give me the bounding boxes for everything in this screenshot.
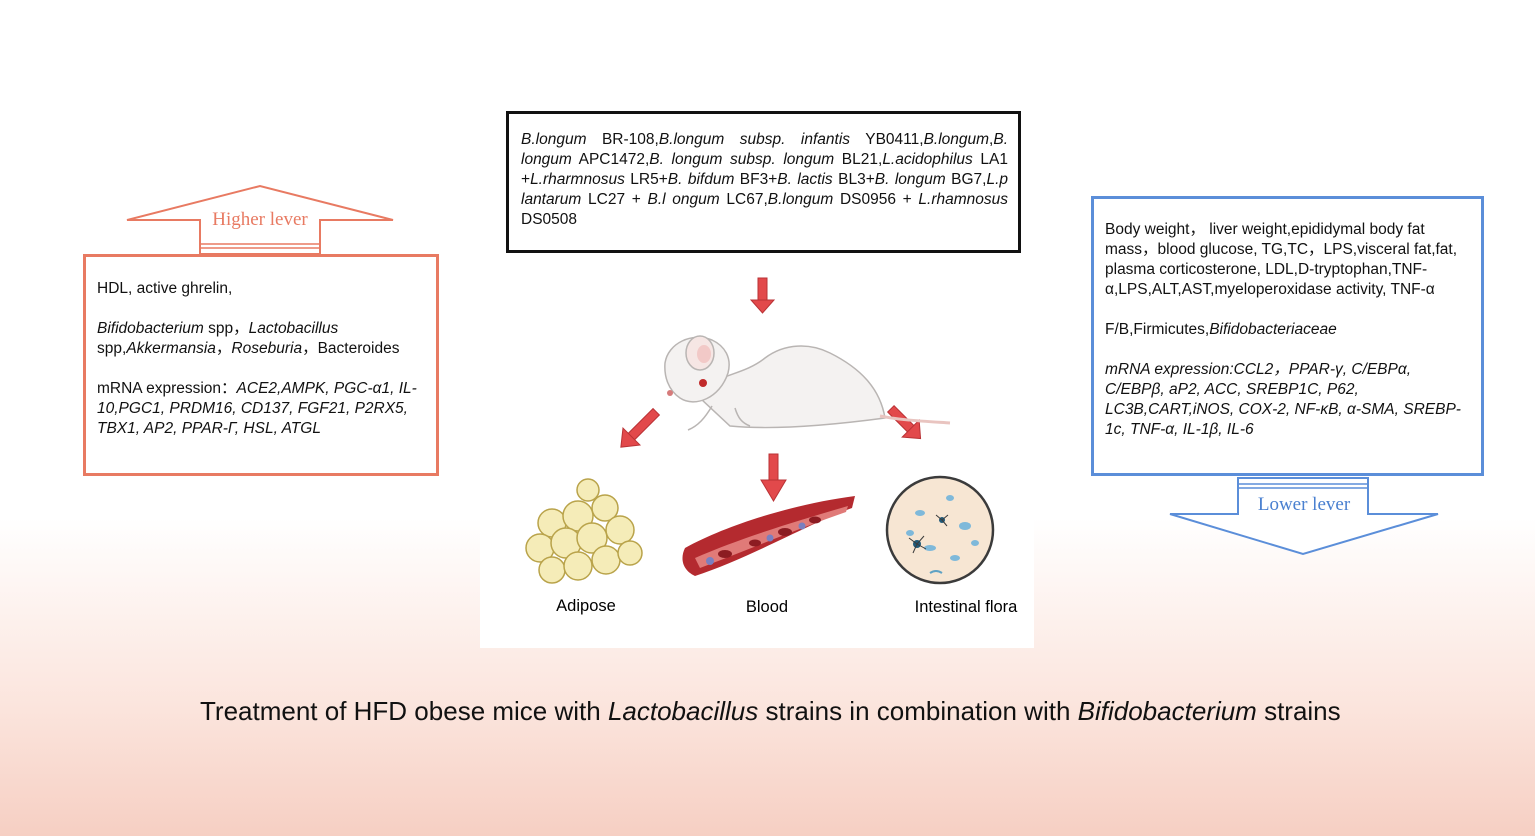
strain-name: L.rhamnosus — [918, 191, 1009, 208]
flora-prefix: F/B,Firmicutes, — [1105, 321, 1210, 338]
strain-name: B. bifdum — [667, 171, 735, 188]
lower-mrna-text: mRNA expression:CCL2，PPAR-γ, C/EBPα, C/E… — [1105, 361, 1461, 438]
strain-name: B.longum subsp. infantis — [658, 131, 851, 148]
bacteria-sep: ， — [302, 340, 318, 357]
bacteria-sep: spp， — [203, 320, 249, 337]
lower-level-label: Lower lever — [1257, 494, 1351, 515]
bacteria-roseburia: Roseburia — [231, 340, 303, 357]
arrow-to-adipose-icon — [620, 407, 661, 448]
bacteria-bifidobacterium: Bifidobacterium — [97, 320, 204, 337]
arrow-down-to-mouse-icon — [749, 277, 776, 314]
strain-list-box: B.longum BR-108,B.longum subsp. infantis… — [506, 111, 1021, 253]
strain-id: BR-108, — [586, 131, 659, 148]
bacteria-sep: ， — [215, 340, 232, 357]
arrow-to-flora-icon — [886, 404, 922, 440]
mouse-illustration: Adipose Blood Intestinal flora — [525, 277, 1019, 616]
mrna-genes: ACE2,AMPK, PGC-α1, IL-10,PGC1, PRDM16, C… — [97, 380, 417, 437]
strain-name: B.longum — [521, 131, 587, 148]
strain-id: LR5+ — [624, 171, 668, 188]
strain-id: BF3+ — [734, 171, 778, 188]
blood-vessel-icon — [682, 496, 855, 576]
higher-level-box: HDL, active ghrelin, Bifidobacterium spp… — [83, 254, 439, 476]
lower-flora-text: F/B,Firmicutes,Bifidobacteriaceae — [1105, 320, 1471, 340]
adipose-icon — [525, 478, 643, 584]
caption-part: strains — [1256, 696, 1341, 726]
higher-bacteria-text: Bifidobacterium spp，Lactobacillus spp,Ak… — [97, 319, 426, 359]
strain-id: BL3+ — [832, 171, 875, 188]
strain-name: B. lactis — [777, 171, 833, 188]
mouse-icon — [664, 335, 951, 431]
strain-id: , — [989, 131, 994, 148]
strain-name: L.acidophilus — [882, 151, 973, 168]
strain-id: YB0411, — [850, 131, 924, 148]
bacteria-sep: spp, — [97, 340, 127, 357]
caption-bifidobacterium: Bifidobacterium — [1077, 696, 1257, 726]
lower-level-arrow — [1169, 477, 1439, 556]
intestinal-flora-icon — [885, 475, 995, 585]
bacteria-bacteroides: Bacteroides — [317, 340, 400, 357]
strain-name: B. longum — [874, 171, 946, 188]
arrow-to-blood-icon — [760, 453, 787, 502]
strain-name: B.longum — [767, 191, 834, 208]
strain-name: B. longum subsp. longum — [649, 151, 835, 168]
strain-id: DS0956 + — [833, 191, 919, 208]
higher-level-arrow — [126, 184, 394, 255]
lower-markers-text: Body weight， liver weight,epididymal bod… — [1105, 221, 1458, 298]
strain-id: DS0508 — [521, 211, 578, 228]
strain-name: B. longum — [521, 131, 1009, 168]
caption-part: Treatment of HFD obese mice with — [200, 696, 608, 726]
higher-markers-text: HDL, active ghrelin, — [97, 280, 233, 297]
strain-name: L.p lantarum — [521, 171, 1009, 208]
lower-level-box: Body weight， liver weight,epididymal bod… — [1091, 196, 1484, 476]
strain-id: LA1 + — [521, 151, 1009, 188]
caption-lactobacillus: Lactobacillus — [607, 696, 759, 726]
strain-name: B.longum — [923, 131, 990, 148]
strain-name: B.l ongum — [647, 191, 720, 208]
blood-label: Blood — [746, 598, 788, 616]
mrna-prefix: mRNA expression： — [97, 380, 237, 397]
bacteria-lactobacillus: Lactobacillus — [248, 320, 339, 337]
strain-name: L.rharmnosus — [530, 171, 625, 188]
higher-mrna-text: mRNA expression：ACE2,AMPK, PGC-α1, IL-10… — [97, 379, 426, 439]
mouse-illustration-panel: Adipose Blood Intestinal flora — [480, 258, 1034, 648]
bacteria-akkermansia: Akkermansia — [126, 340, 216, 357]
flora-label: Intestinal flora — [915, 598, 1019, 616]
figure-caption: Treatment of HFD obese mice with Lactoba… — [200, 696, 1470, 727]
higher-level-label: Higher lever — [212, 209, 308, 230]
strain-id: APC1472, — [571, 151, 650, 168]
strain-id: LC67, — [719, 191, 768, 208]
strain-id: LC27 + — [581, 191, 648, 208]
flora-bifidobacteriaceae: Bifidobacteriaceae — [1209, 321, 1337, 338]
strain-id: BL21, — [834, 151, 883, 168]
adipose-label: Adipose — [556, 597, 616, 615]
strain-id: BG7, — [945, 171, 987, 188]
caption-part: strains in combination with — [758, 696, 1078, 726]
